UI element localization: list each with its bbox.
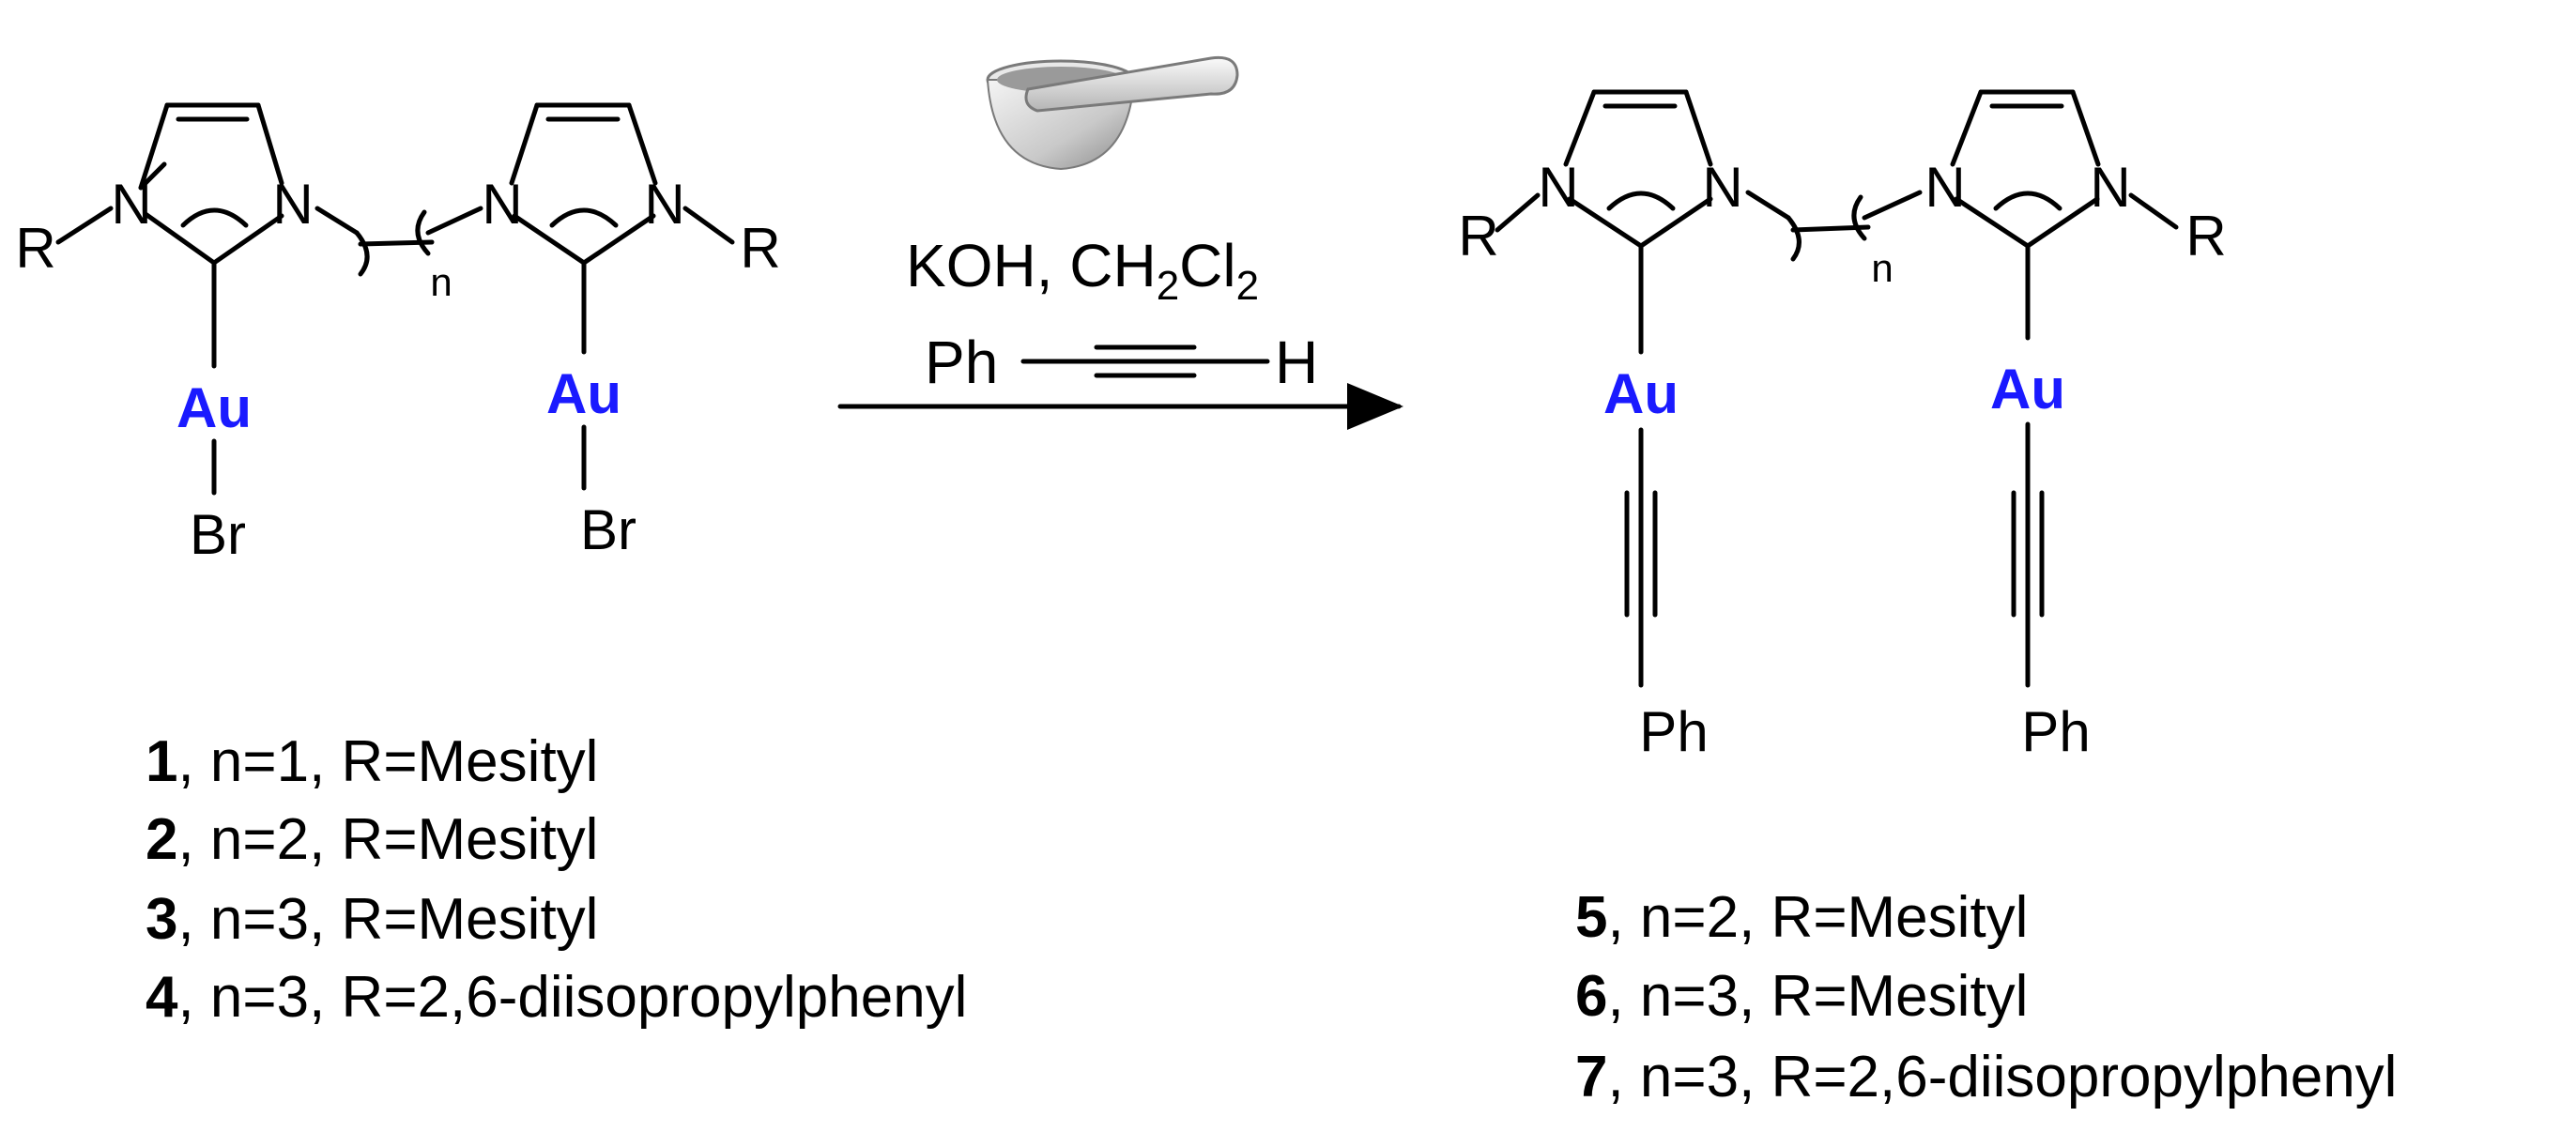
- atom-n: N: [2090, 156, 2130, 219]
- compound-label: 3, n=3, R=Mesityl: [146, 887, 598, 952]
- compound-label: 7, n=3, R=2,6-diisopropylphenyl: [1575, 1045, 2397, 1109]
- atom-r: R: [2185, 205, 2226, 268]
- bridge-subscript-n: n: [1871, 246, 1893, 290]
- atom-r: R: [740, 217, 780, 280]
- atom-r: R: [15, 217, 55, 280]
- reagent-phenylacetylene-ph: Ph: [925, 329, 998, 396]
- reactant-right-imidazole-ring: [509, 102, 658, 355]
- product-methylene-bridge: [1745, 190, 1923, 262]
- reactant-left-imidazole-ring: [138, 102, 284, 369]
- atom-r: R: [1458, 205, 1498, 268]
- atom-au: Au: [546, 362, 621, 425]
- atom-n: N: [644, 173, 684, 236]
- bridge-subscript-n: n: [430, 260, 452, 304]
- reagent-triple-bond: [1020, 344, 1270, 378]
- atom-n: N: [1538, 156, 1578, 219]
- atom-br: Br: [190, 503, 246, 566]
- reaction-conditions: KOH, CH2Cl2 Ph H: [906, 232, 1318, 396]
- reactant-structure: N N R n N N R Au Br: [15, 102, 781, 566]
- atom-au: Au: [176, 376, 252, 439]
- atom-n: N: [272, 173, 313, 236]
- atom-au: Au: [1603, 362, 1679, 425]
- compound-label: 6, n=3, R=Mesityl: [1575, 964, 2028, 1029]
- compound-label: 1, n=1, R=Mesityl: [146, 729, 598, 794]
- product-left-imidazole-ring: [1563, 89, 1713, 355]
- product-right-imidazole-ring: [1950, 89, 2101, 341]
- product-compound-labels: 5, n=2, R=Mesityl 6, n=3, R=Mesityl 7, n…: [1575, 885, 2397, 1109]
- reagent-phenylacetylene-h: H: [1275, 329, 1318, 396]
- compound-label: 2, n=2, R=Mesityl: [146, 807, 598, 872]
- product-structure: N N R n N N R Au: [1458, 89, 2227, 763]
- alkyne-right: [2011, 421, 2045, 688]
- atom-au: Au: [1990, 358, 2065, 421]
- alkyne-left: [1624, 427, 1658, 688]
- compound-label: 5, n=2, R=Mesityl: [1575, 885, 2028, 950]
- atom-n: N: [1924, 156, 1965, 219]
- reactant-methylene-bridge: [314, 206, 483, 277]
- atom-n: N: [111, 173, 151, 236]
- condition-base-solvent: KOH, CH2Cl2: [906, 232, 1259, 309]
- atom-n: N: [1702, 156, 1742, 219]
- mortar-and-pestle-icon: [986, 55, 1239, 171]
- compound-label: 4, n=3, R=2,6-diisopropylphenyl: [146, 965, 967, 1030]
- atom-ph: Ph: [2021, 700, 2090, 763]
- atom-ph: Ph: [1639, 700, 1708, 763]
- atom-n: N: [482, 173, 522, 236]
- reactant-compound-labels: 1, n=1, R=Mesityl 2, n=2, R=Mesityl 3, n…: [146, 729, 967, 1030]
- atom-br: Br: [580, 498, 636, 561]
